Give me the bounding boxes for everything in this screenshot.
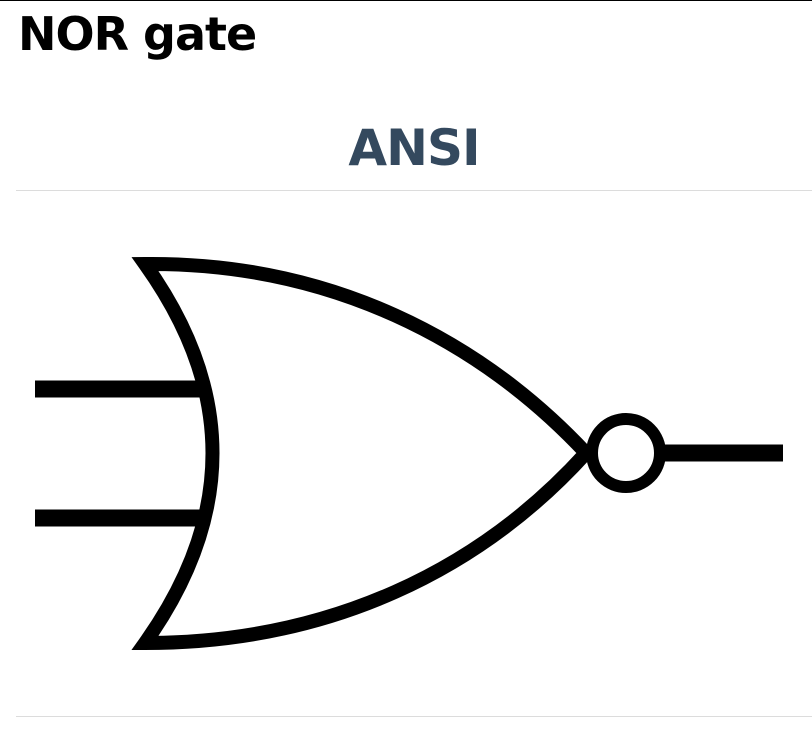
section-divider-top (16, 190, 812, 191)
nor-gate-diagram (35, 256, 783, 651)
section-heading-ansi: ANSI (348, 119, 480, 177)
or-gate-body (131, 256, 596, 651)
page-title: NOR gate (18, 7, 257, 61)
inversion-bubble (586, 413, 666, 493)
top-border (0, 0, 812, 1)
section-divider-bottom (16, 716, 812, 717)
